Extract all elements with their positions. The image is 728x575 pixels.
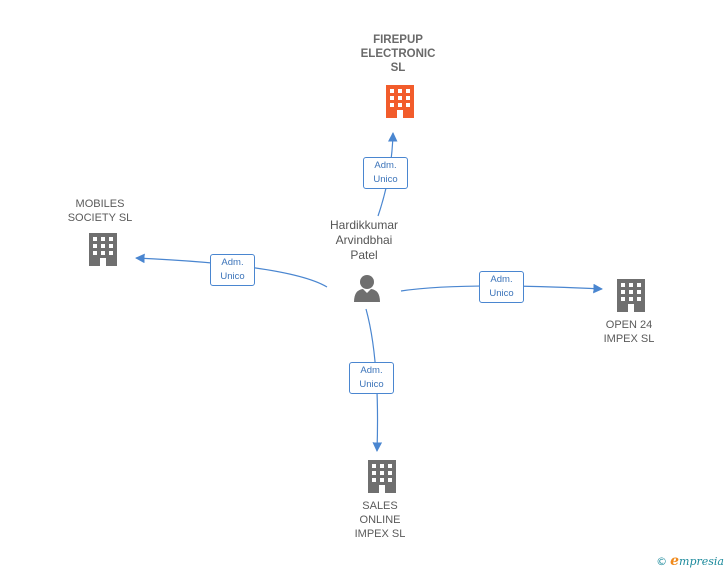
building-icon-mobiles[interactable] (89, 233, 117, 266)
company-name-sales[interactable]: SALES ONLINE IMPEX SL (354, 500, 406, 540)
person-name[interactable]: Hardikkumar Arvindbhai Patel (329, 218, 399, 262)
empresia-watermark: ©empresia (656, 553, 724, 569)
edge-to-mobiles (135, 253, 328, 288)
brand-initial: e (670, 553, 680, 569)
relation-label-firepup: Adm. Unico (363, 157, 408, 189)
company-name-firepup[interactable]: FIREPUP ELECTRONIC SL (360, 34, 436, 74)
relation-label-mobiles: Adm. Unico (210, 254, 255, 286)
building-icon-firepup[interactable] (386, 85, 414, 118)
building-icon-open24[interactable] (617, 279, 645, 312)
relation-label-sales: Adm. Unico (349, 362, 394, 394)
company-name-open24[interactable]: OPEN 24 IMPEX SL (603, 319, 655, 345)
company-name-mobiles[interactable]: MOBILES SOCIETY SL (67, 198, 133, 224)
brand-name: mpresia (679, 555, 724, 568)
person-icon[interactable] (354, 275, 380, 302)
building-icon-sales[interactable] (368, 460, 396, 493)
copyright-symbol: © (656, 555, 668, 568)
relation-label-open24: Adm. Unico (479, 271, 524, 303)
